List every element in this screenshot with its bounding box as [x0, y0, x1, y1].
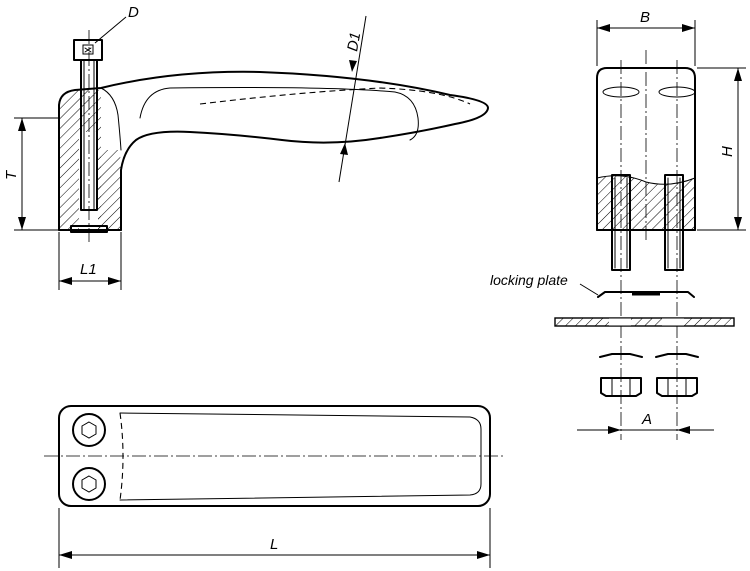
side-view-shoulder [100, 87, 122, 151]
side-view [58, 30, 489, 245]
dimension-T: T [3, 117, 59, 231]
label-L1: L1 [80, 261, 97, 278]
front-view-outline [596, 67, 696, 231]
locking-plate: locking plate [490, 272, 695, 298]
washers [599, 353, 699, 358]
dimension-B: B [596, 9, 696, 66]
front-view-section [597, 175, 695, 230]
front-view-screw-right [664, 174, 684, 271]
top-view [44, 405, 505, 507]
top-view-screw-2 [72, 467, 106, 501]
label-locking-plate: locking plate [490, 272, 568, 288]
front-view [596, 50, 696, 440]
dimension-D: D [94, 4, 139, 44]
dimension-L1: L1 [58, 232, 122, 290]
dimension-A: A [577, 411, 714, 434]
top-view-taper [119, 412, 482, 501]
side-view-grip-recess [139, 87, 419, 141]
dimension-L: L [58, 508, 491, 568]
side-view-base-section-right [96, 150, 122, 230]
flat-plate [554, 317, 735, 327]
label-L: L [270, 536, 278, 553]
top-view-hidden-base [119, 412, 124, 501]
label-B: B [640, 9, 650, 26]
top-view-screw-1 [72, 413, 106, 447]
side-view-hidden-edge [199, 87, 471, 105]
label-H: H [719, 146, 736, 157]
dimension-H: H [697, 67, 746, 231]
dimension-D1: D1 [338, 15, 367, 183]
label-D: D [128, 4, 139, 21]
nuts [600, 377, 698, 397]
side-view-lever-outline [58, 70, 489, 231]
label-D1: D1 [344, 31, 364, 53]
label-A: A [641, 411, 652, 428]
label-T: T [3, 169, 20, 180]
